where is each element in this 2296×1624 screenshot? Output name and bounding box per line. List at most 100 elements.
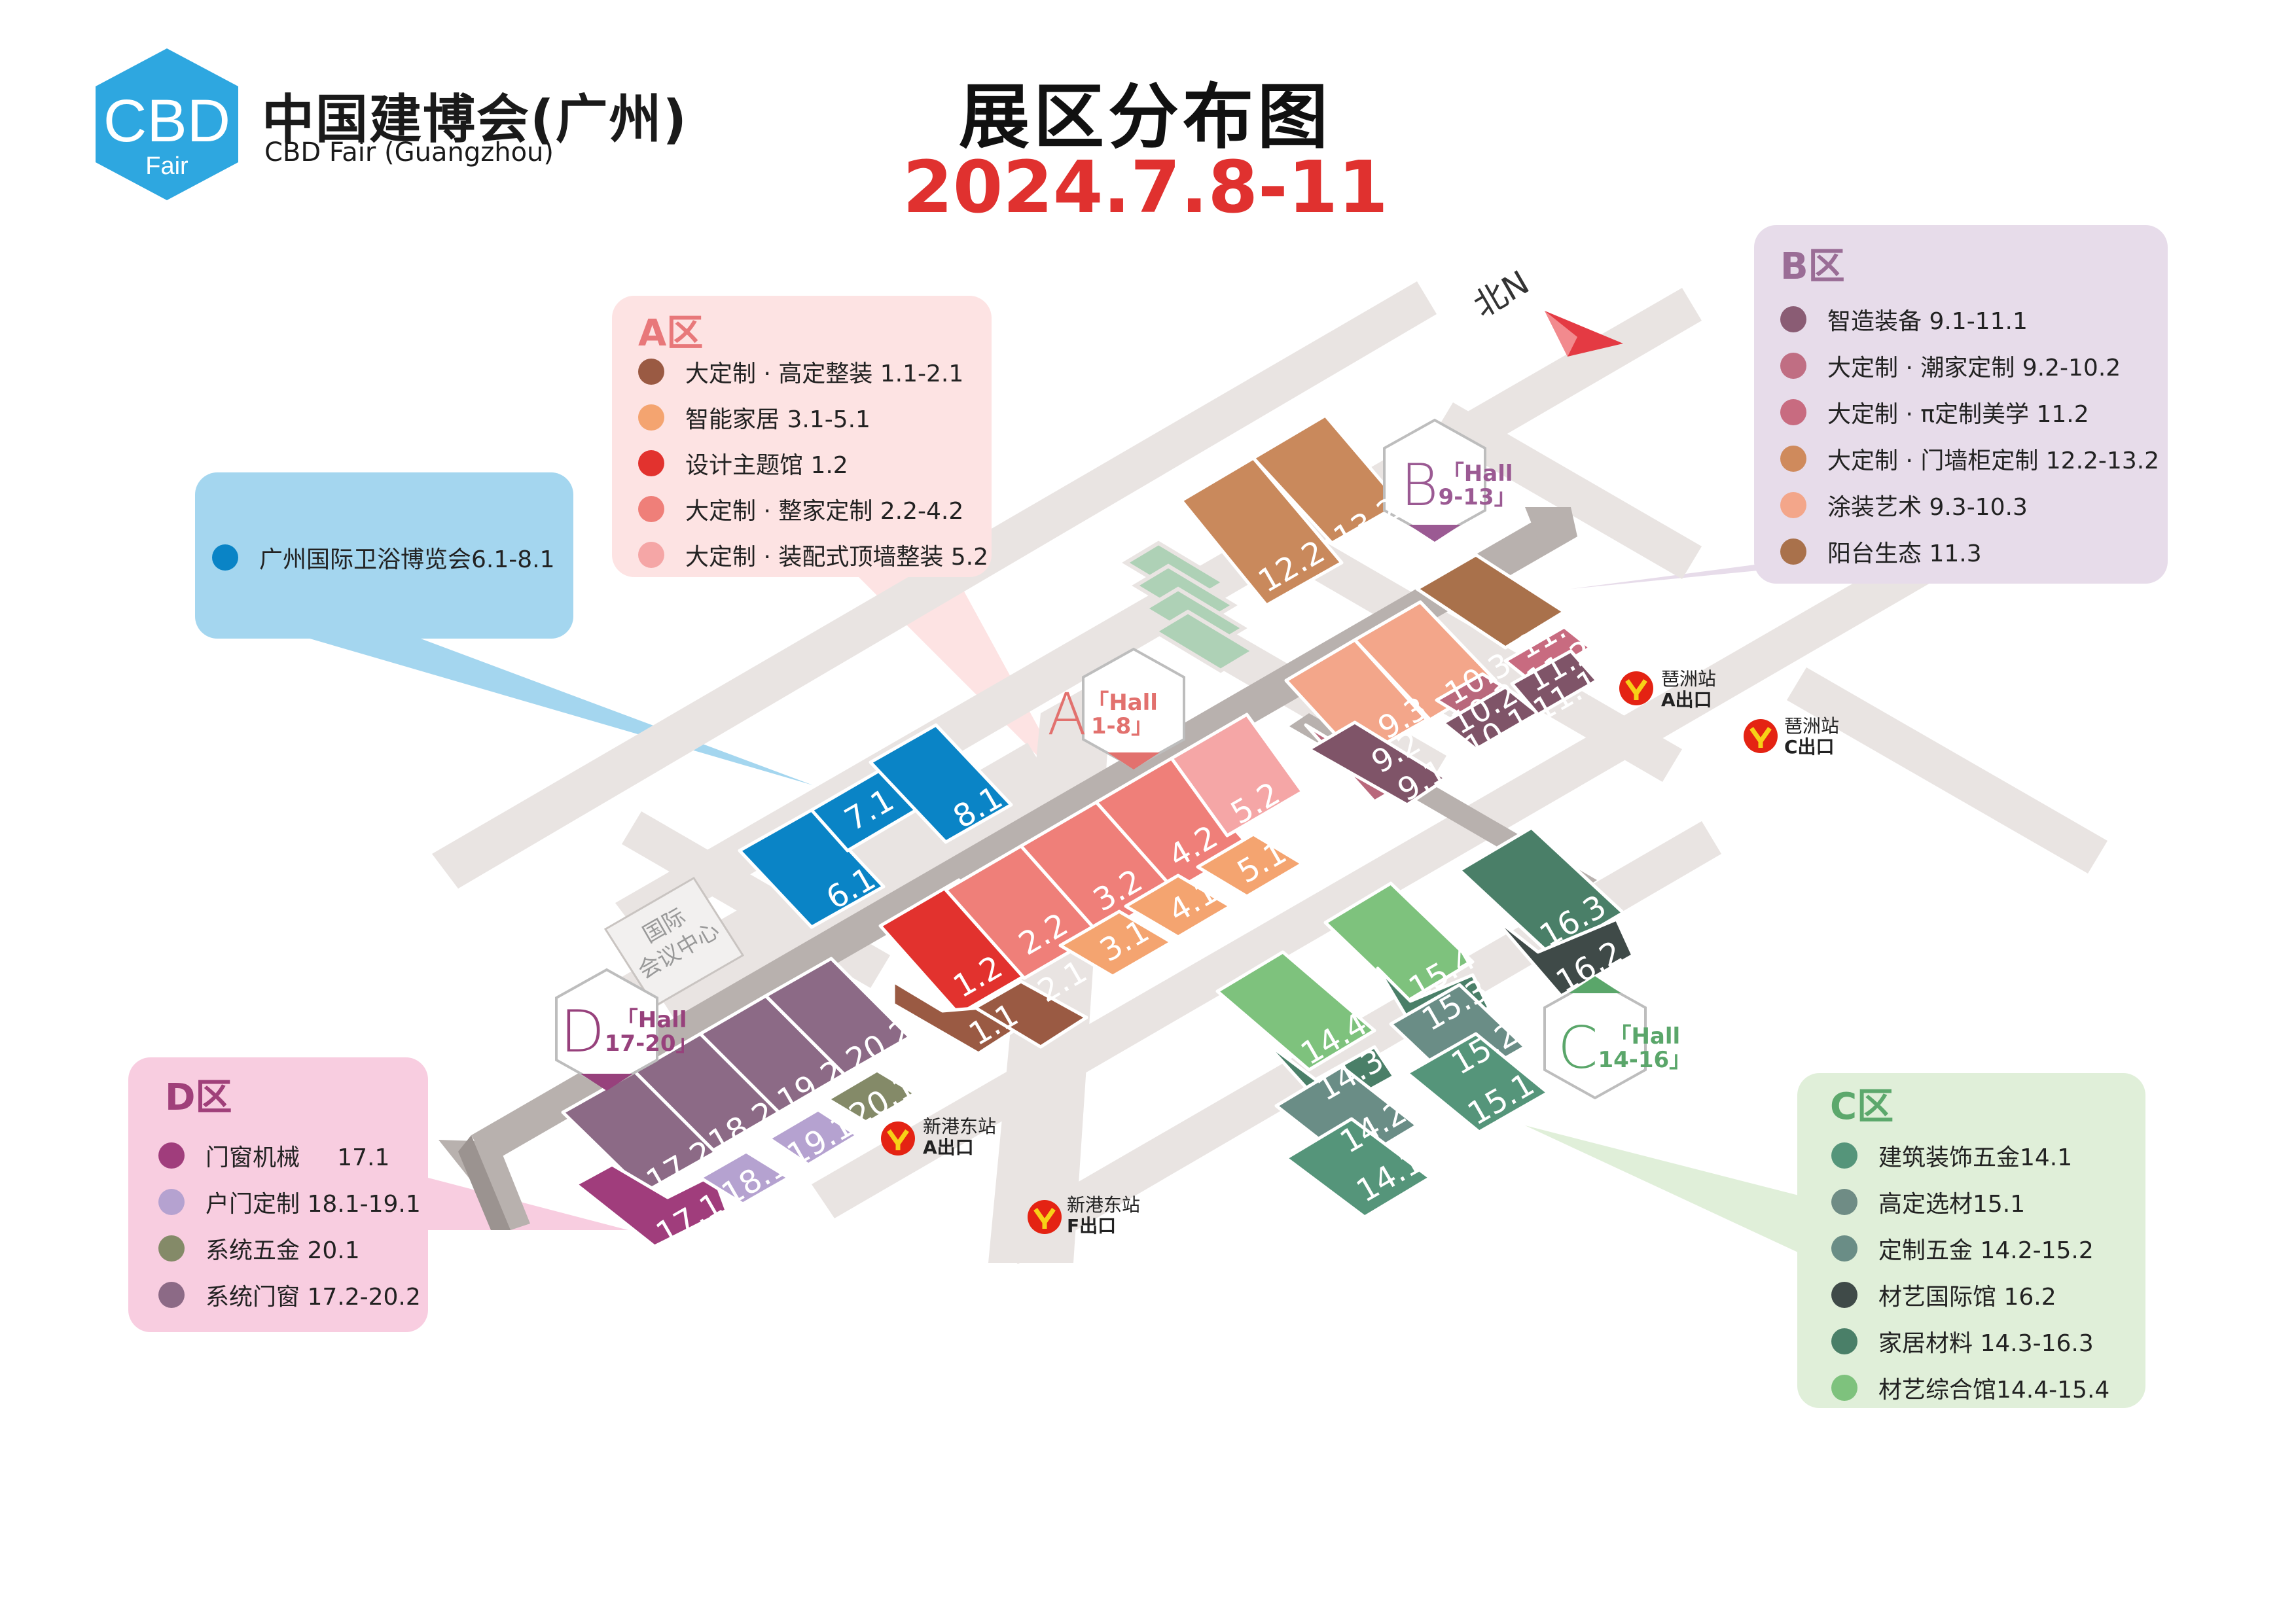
- legend-title: D区: [165, 1076, 232, 1119]
- color-dot-icon: [638, 359, 664, 385]
- hall-20.2: [764, 957, 912, 1076]
- color-dot-icon: [638, 450, 664, 476]
- legend-item: 大定制 · 整家定制 2.2-4.2: [638, 492, 963, 526]
- hall-20.1: [826, 1068, 918, 1125]
- hall-14.1: [1284, 1117, 1432, 1219]
- marker-c-arrow: [1569, 976, 1621, 993]
- metro-icon: [881, 1121, 915, 1156]
- hall-18.1: [698, 1150, 791, 1206]
- hall-12.2: [1179, 456, 1344, 607]
- decor-slabs: [1122, 540, 1257, 673]
- legend-title: A区: [638, 312, 704, 355]
- marker-letter: A: [1047, 680, 1087, 748]
- legend-title: C区: [1830, 1086, 1894, 1128]
- zone-a-callout-pointer: [857, 576, 1073, 792]
- hall-4.1: [1124, 874, 1232, 939]
- legend-item: 系统门窗 17.2-20.2: [158, 1278, 421, 1312]
- page-title: 展区分布图: [958, 77, 1332, 158]
- legend-item: 智能家居 3.1-5.1: [638, 400, 870, 434]
- metro-icon: [1744, 719, 1778, 753]
- color-dot-icon: [1831, 1189, 1857, 1215]
- marker-letter: B: [1401, 451, 1439, 519]
- logo-fair-text: Fair: [145, 152, 188, 180]
- legend-zone-d: D区 门窗机械 17.1 户门定制 18.1-19.1 系统五金 20.1 系统…: [128, 1057, 428, 1332]
- hall-6.1: [738, 808, 886, 929]
- color-dot-icon: [158, 1142, 185, 1169]
- color-dot-icon: [158, 1189, 185, 1215]
- hall-5.2: [1170, 713, 1304, 838]
- logo-english-name: CBD Fair (Guangzhou): [264, 137, 554, 168]
- logo-chinese-name: 中国建博会(广州): [262, 89, 689, 150]
- legend-item: 系统五金 20.1: [158, 1231, 360, 1265]
- legend-item: 涂装艺术 9.3-10.3: [1780, 488, 2028, 522]
- legend-item: 大定制 · 潮家定制 9.2-10.2: [1780, 349, 2121, 383]
- marker-hex-a: [1082, 647, 1185, 769]
- conference-center-building: [603, 876, 745, 1008]
- hall-3.1: [1058, 909, 1174, 978]
- legend-item: 智造装备 9.1-11.1: [1780, 302, 2028, 336]
- color-dot-icon: [1780, 353, 1806, 379]
- hall-markers: [555, 418, 1647, 1100]
- legend-item: 设计主题馆 1.2: [638, 446, 848, 480]
- legend-item: 建筑装饰五金14.1: [1831, 1139, 2072, 1173]
- hall-11.1: [1510, 649, 1599, 716]
- color-dot-icon: [1780, 446, 1806, 472]
- metro-icons: [881, 671, 1778, 1234]
- legend-item: 高定选材15.1: [1831, 1185, 2025, 1219]
- hall-2.1: [973, 980, 1088, 1049]
- hall-11.2: [1503, 625, 1592, 684]
- hall-15.1: [1405, 1032, 1550, 1134]
- hall-8.1: [869, 723, 1013, 844]
- color-dot-icon: [158, 1282, 185, 1308]
- marker-d-arrow: [581, 1074, 633, 1091]
- marker-hex-b: [1383, 418, 1486, 540]
- color-dot-icon: [1780, 538, 1806, 565]
- legend-item: 户门定制 18.1-19.1: [158, 1185, 421, 1219]
- color-dot-icon: [158, 1235, 185, 1262]
- legend-item: 阳台生态 11.3: [1780, 535, 1982, 569]
- marker-letter: C: [1558, 1014, 1598, 1082]
- legend-zone-b: B区 智造装备 9.1-11.1 大定制 · 潮家定制 9.2-10.2 大定制…: [1754, 225, 2168, 584]
- metro-icon: [1619, 671, 1653, 705]
- legend-item: 大定制 · 高定整装 1.1-2.1: [638, 355, 963, 389]
- legend-item: 大定制 · π定制美学 11.2: [1780, 395, 2089, 429]
- hall-19.1: [767, 1108, 859, 1167]
- color-dot-icon: [638, 404, 664, 431]
- color-dot-icon: [1831, 1328, 1857, 1354]
- marker-hex-d: [555, 968, 658, 1090]
- hall-14.4: [1215, 950, 1376, 1072]
- zone-c-callout-pointer: [1525, 1125, 1806, 1256]
- logo-short-text: CBD: [103, 88, 230, 154]
- color-dot-icon: [638, 496, 664, 522]
- legend-item: 大定制 · 装配式顶墙整装 5.2: [638, 538, 988, 572]
- metro-icon: [1028, 1200, 1062, 1234]
- color-dot-icon: [212, 544, 238, 571]
- legend-zone-a: A区 大定制 · 高定整装 1.1-2.1 智能家居 3.1-5.1 设计主题馆…: [612, 296, 992, 577]
- cbd-logo: CBD Fair: [96, 48, 238, 200]
- legend-item: 材艺综合馆14.4-15.4: [1831, 1371, 2109, 1405]
- color-dot-icon: [1831, 1375, 1857, 1401]
- color-dot-icon: [1831, 1235, 1857, 1262]
- hall-16.3: [1458, 826, 1625, 957]
- marker-letter: D: [560, 998, 605, 1065]
- color-dot-icon: [1831, 1282, 1857, 1308]
- hall-16.2: [1490, 914, 1635, 998]
- legend-zone-c: C区 建筑装饰五金14.1 高定选材15.1 定制五金 14.2-15.2 材艺…: [1797, 1073, 2145, 1408]
- color-dot-icon: [1780, 492, 1806, 518]
- hall-11.3: [1415, 553, 1566, 650]
- color-dot-icon: [638, 542, 664, 568]
- legend-item: 定制五金 14.2-15.2: [1831, 1231, 2094, 1265]
- color-dot-icon: [1780, 306, 1806, 332]
- marker-a-arrow: [1107, 752, 1160, 769]
- color-dot-icon: [1831, 1142, 1857, 1169]
- hall-5.1: [1196, 832, 1304, 898]
